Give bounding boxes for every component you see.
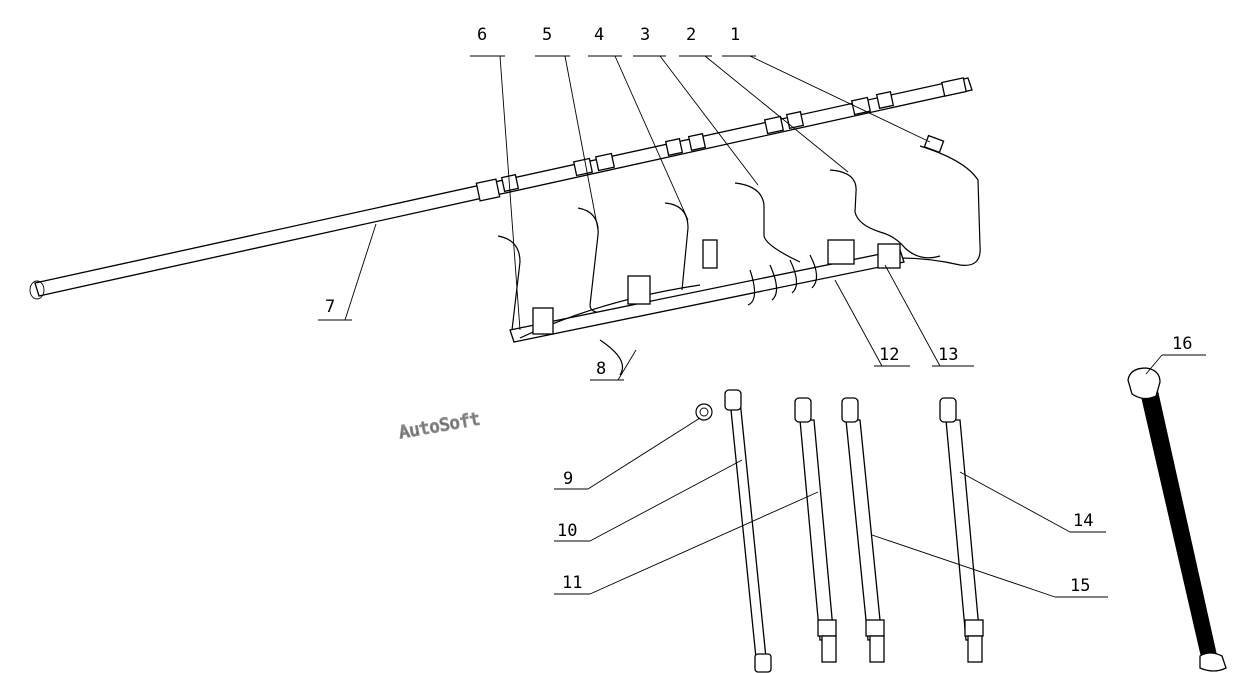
callout-4: 4: [594, 25, 604, 45]
callout-13: 13: [938, 345, 958, 365]
callout-8: 8: [596, 359, 606, 379]
injection-lines: [497, 134, 981, 339]
part-9-washer: [695, 403, 713, 421]
callout-16: 16: [1172, 334, 1192, 354]
watermark: AutoSoft: [397, 409, 483, 444]
callout-1: 1: [730, 25, 740, 45]
callout-labels: 1 2 3 4 5 6 7 8 9 10 11 12 13 14 15 16: [325, 25, 1192, 596]
callout-5: 5: [542, 25, 552, 45]
callout-10: 10: [557, 521, 577, 541]
manifold-assembly: [509, 239, 905, 376]
part-16-hose: [1127, 367, 1227, 672]
part-10-rod: [724, 389, 772, 673]
leader-lines: [318, 55, 1206, 598]
part-11-hose: [794, 397, 837, 663]
part-15-hose: [841, 397, 885, 663]
callout-11: 11: [562, 573, 582, 593]
watermark-text: AutoSoft: [398, 409, 482, 443]
part-14-hose: [939, 397, 984, 663]
callout-2: 2: [686, 25, 696, 45]
callout-12: 12: [879, 345, 899, 365]
callout-9: 9: [563, 469, 573, 489]
callout-6: 6: [477, 25, 487, 45]
callout-3: 3: [640, 25, 650, 45]
part-7-rail: [29, 77, 973, 300]
callout-15: 15: [1070, 576, 1090, 596]
callout-14: 14: [1073, 511, 1093, 531]
callout-7: 7: [325, 297, 335, 317]
